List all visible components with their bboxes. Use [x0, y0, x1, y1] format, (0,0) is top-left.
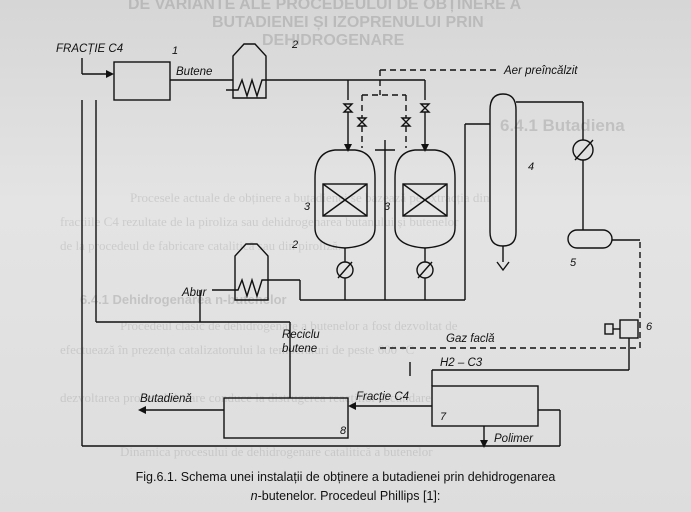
number-4: 4 — [528, 161, 534, 173]
bleed-para-5: efectuează în prezența catalizatorului l… — [60, 342, 415, 357]
bleed-heading-1: DE VARIANTE ALE PROCEDEULUI DE OBȚINERE … — [128, 0, 522, 13]
equipment-1-box — [113, 61, 171, 101]
label-fractie-c4-bottom: Fracție C4 — [356, 391, 409, 403]
bleed-para-2: fracțiile C4 rezultate de la piroliza sa… — [60, 214, 459, 229]
extraction-8 — [223, 397, 349, 439]
bleed-para-7: Dinamica procesului de dehidrogenare cat… — [120, 444, 433, 459]
figure-caption-line-1: Fig.6.1. Schema unei instalații de obțin… — [135, 470, 556, 484]
heater-2-bottom — [234, 243, 269, 301]
column-7 — [431, 385, 539, 427]
number-3-right: 3 — [384, 201, 391, 213]
heater-2-top — [232, 43, 267, 99]
label-gaz-facla: Gaz faclă — [446, 333, 495, 345]
label-butene: Butene — [176, 66, 212, 78]
number-2-top: 2 — [291, 39, 298, 51]
bleed-heading-3: DEHIDROGENARE — [262, 32, 405, 49]
caption-italic-n: n — [250, 489, 258, 503]
process-flow-diagram: FRACȚIE C4 Butene Aer preîncălzit Abur R… — [56, 39, 653, 448]
label-abur: Abur — [181, 287, 207, 299]
reactor-3-right — [394, 149, 456, 249]
caption-rest: -butenelor. Procedeul Phillips [1]: — [257, 489, 441, 503]
number-6: 6 — [646, 321, 653, 333]
label-reciclu-butene: butene — [282, 343, 317, 355]
label-butadiena: Butadienă — [140, 393, 192, 405]
number-5: 5 — [570, 257, 577, 269]
pump-6 — [619, 319, 639, 339]
bleed-para-3: de la procedeul de fabricare catalitică … — [60, 238, 342, 253]
number-1: 1 — [172, 45, 178, 57]
column-4 — [489, 93, 517, 247]
figure-caption-line-2: n-butenelor. Procedeul Phillips [1]: — [0, 489, 691, 503]
bleed-para-1: Procesele actuale de obținere a butadien… — [130, 190, 490, 205]
number-8: 8 — [340, 425, 347, 437]
reactor-3-left — [314, 149, 376, 249]
number-3-left: 3 — [304, 201, 311, 213]
label-aer-preincalzit: Aer preîncălzit — [503, 65, 578, 77]
label-h2-c3: H2 – C3 — [440, 357, 483, 369]
number-7: 7 — [440, 411, 447, 423]
label-reciclu: Reciclu — [282, 329, 320, 341]
label-fractie-c4-top: FRACȚIE C4 — [56, 43, 123, 55]
label-polimer: Polimer — [494, 433, 534, 445]
separator-5 — [567, 229, 613, 249]
bleed-heading-2: BUTADIENEI ȘI IZOPRENULUI PRIN — [212, 14, 484, 31]
bleed-section: 6.4.1 Butadiena — [500, 116, 625, 135]
number-2-bottom: 2 — [291, 239, 298, 251]
